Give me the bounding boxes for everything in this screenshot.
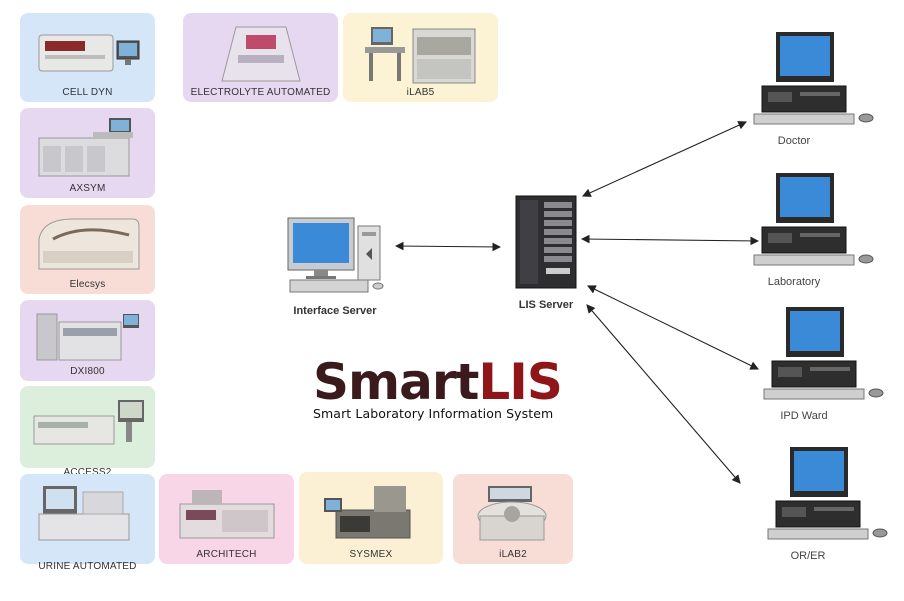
arrow-interface-lis <box>394 241 502 252</box>
instrument-ilab5: iLAB5 <box>343 13 498 102</box>
smartlis-logo: SmartLIS <box>313 353 563 411</box>
analyzer-icon <box>38 486 129 541</box>
desktop-computer-icon <box>763 307 884 400</box>
smartlis-brand: SmartLIS Smart Laboratory Information Sy… <box>313 353 563 421</box>
instrument-urine-automated: URINE AUTOMATED <box>20 474 155 572</box>
arrow-lis-ipd-ward <box>587 285 759 370</box>
instrument-label: ARCHITECH <box>196 549 257 560</box>
analyzer-icon <box>220 26 301 82</box>
arrow-lis-laboratory <box>580 234 760 246</box>
node-label: IPD Ward <box>780 410 828 422</box>
lis-server-node: LIS Server <box>506 194 586 311</box>
desktop-computer-icon <box>753 173 874 266</box>
analyzer-icon <box>364 27 475 84</box>
client-laboratory: Laboratory <box>750 171 878 288</box>
client-doctor: Doctor <box>750 30 878 147</box>
node-label: Interface Server <box>293 305 377 317</box>
analyzer-icon <box>477 486 547 541</box>
brand-tagline: Smart Laboratory Information System <box>313 406 554 421</box>
instrument-architech: ARCHITECH <box>159 474 294 564</box>
analyzer-icon <box>179 490 274 539</box>
arrow-lis-doctor <box>581 121 748 197</box>
client-or-er: OR/ER <box>764 445 892 562</box>
instrument-label: ELECTROLYTE AUTOMATED <box>190 87 331 98</box>
instrument-label: ACCESS2 <box>63 467 112 478</box>
desktop-computer-icon <box>767 447 888 540</box>
client-ipd-ward: IPD Ward <box>760 305 888 422</box>
logo-lis: LIS <box>478 353 562 411</box>
instrument-dxi800: DXI800 <box>20 300 155 381</box>
instrument-label: iLAB5 <box>406 87 435 98</box>
node-label: OR/ER <box>790 550 826 562</box>
instrument-axsym: AXSYM <box>20 108 155 198</box>
instrument-label: Elecsys <box>69 279 106 290</box>
analyzer-icon <box>38 34 139 72</box>
instrument-label: AXSYM <box>69 183 106 194</box>
instrument-access2: ACCESS2 <box>20 386 155 478</box>
instrument-cell-dyn: CELL DYN <box>20 13 155 102</box>
node-label: Laboratory <box>767 276 821 288</box>
analyzer-icon <box>38 218 139 270</box>
analyzer-icon <box>36 313 139 361</box>
server-tower-icon <box>515 195 577 289</box>
instrument-label: SYSMEX <box>349 549 393 560</box>
analyzer-icon <box>38 118 133 177</box>
instrument-sysmex: SYSMEX <box>299 472 443 564</box>
analyzer-icon <box>33 400 144 445</box>
arrow-lis-or-er <box>586 304 741 484</box>
desktop-computer-icon <box>753 32 874 125</box>
instrument-elecsys: Elecsys <box>20 205 155 294</box>
instrument-label: iLAB2 <box>499 549 527 560</box>
instrument-label: CELL DYN <box>62 87 113 98</box>
node-label: Doctor <box>777 135 811 147</box>
node-label: LIS Server <box>518 299 574 311</box>
instrument-label: URINE AUTOMATED <box>38 561 137 572</box>
desktop-computer-icon <box>287 217 384 293</box>
instrument-label: DXI800 <box>70 366 105 377</box>
logo-smart: Smart <box>313 353 479 411</box>
interface-server-node: Interface Server <box>280 214 390 317</box>
instrument-electrolyte-automated: ELECTROLYTE AUTOMATED <box>183 13 338 102</box>
analyzer-icon <box>324 486 411 539</box>
instrument-ilab2: iLAB2 <box>453 474 573 564</box>
